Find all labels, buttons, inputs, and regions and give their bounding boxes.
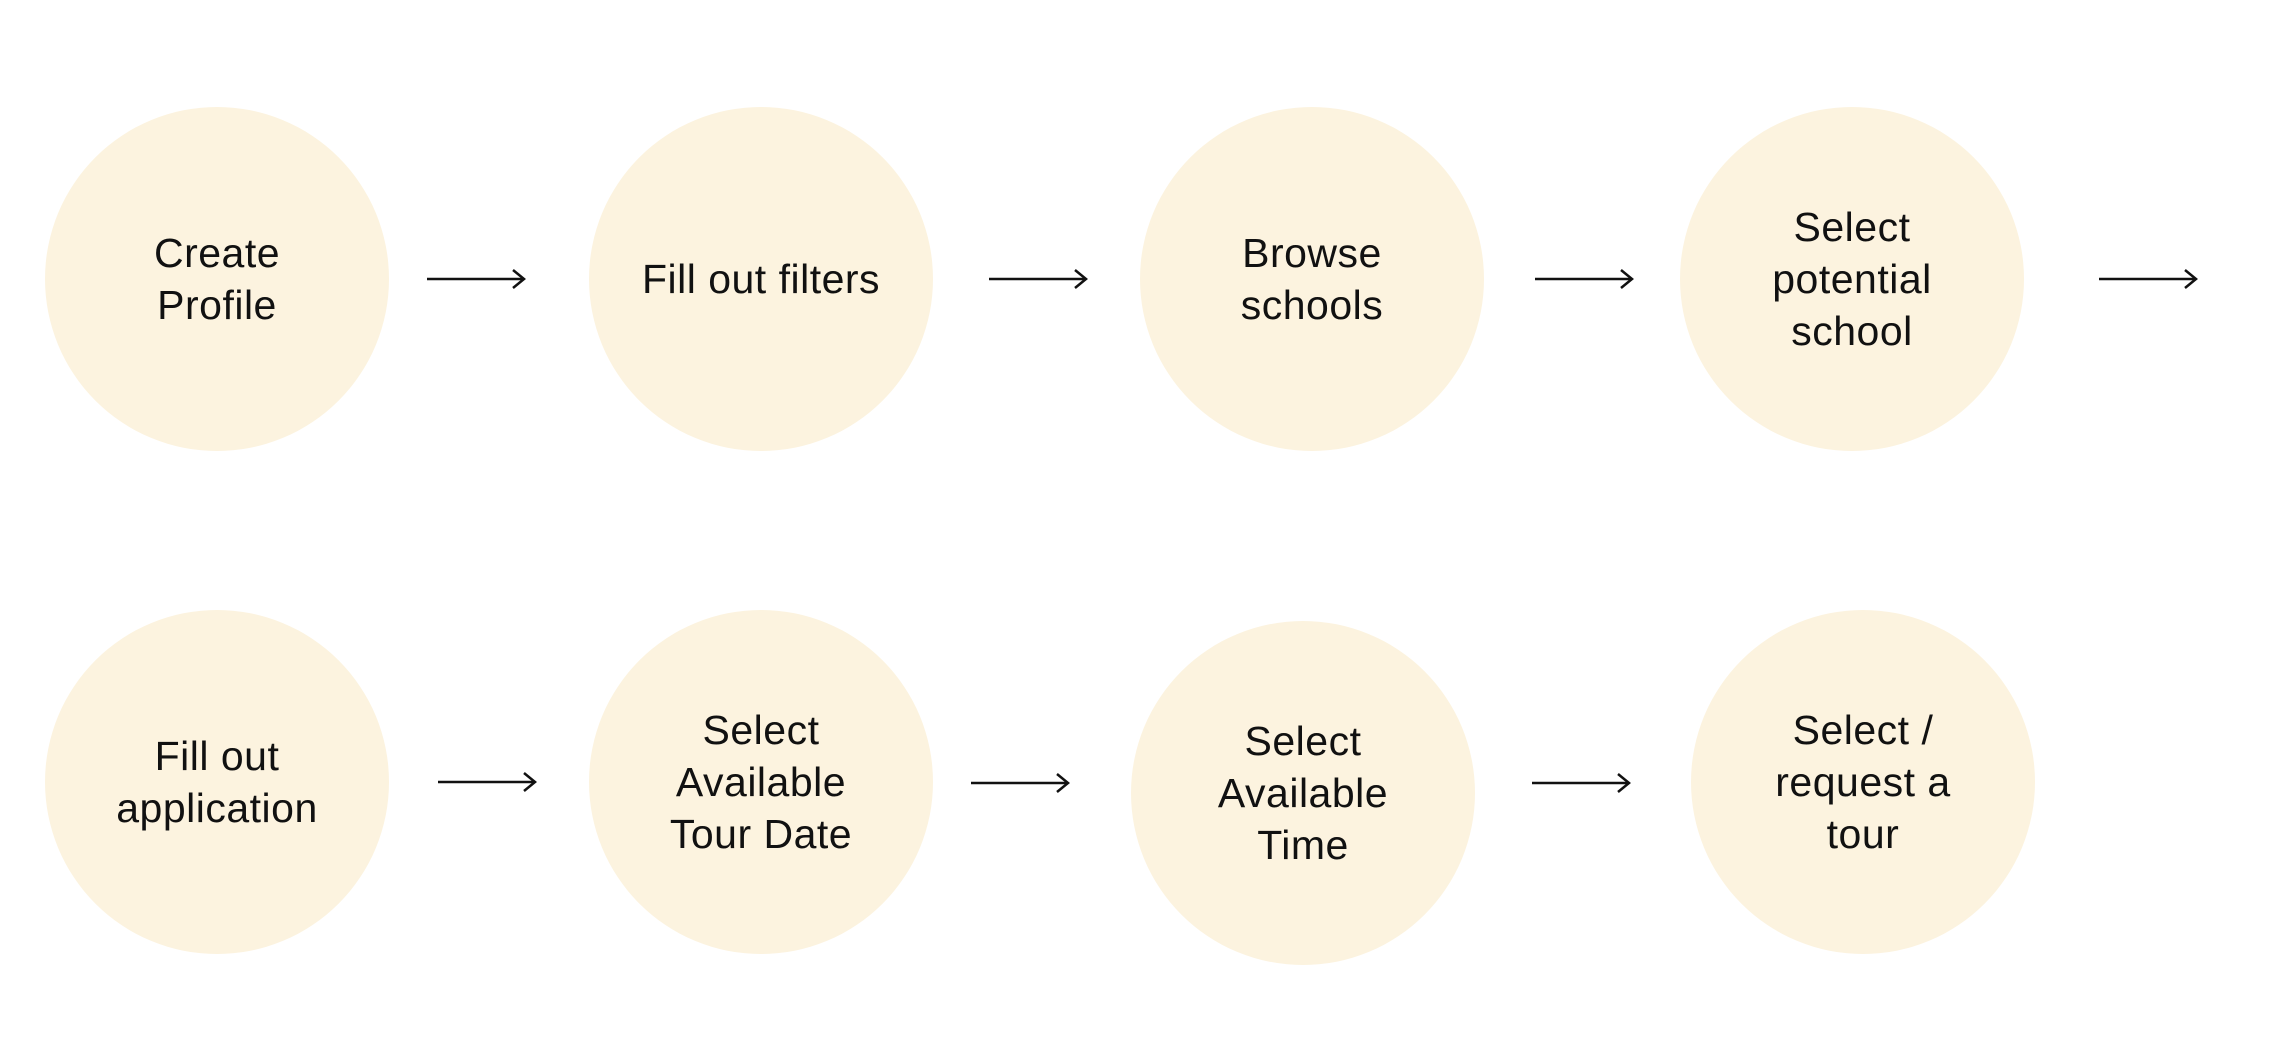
step-select-available-tour-date: Select Available Tour Date [589, 610, 933, 954]
step-fill-out-filters: Fill out filters [589, 107, 933, 451]
step-browse-schools: Browse schools [1140, 107, 1484, 451]
step-label: Create Profile [153, 230, 281, 328]
arrow-right-icon [2099, 267, 2199, 291]
step-label: Fill out application [116, 733, 318, 831]
step-create-profile: Create Profile [45, 107, 389, 451]
arrow-right-icon [989, 267, 1089, 291]
arrow-right-icon [1535, 267, 1635, 291]
step-label: Select / request a tour [1775, 707, 1951, 857]
step-label: Select Available Tour Date [669, 707, 853, 857]
step-select-potential-school: Select potential school [1680, 107, 2024, 451]
step-label: Browse schools [1240, 230, 1384, 328]
step-select-available-time: Select Available Time [1131, 621, 1475, 965]
arrow-right-icon [1532, 771, 1632, 795]
step-select-request-a-tour: Select / request a tour [1691, 610, 2035, 954]
step-label: Fill out filters [641, 256, 881, 302]
arrow-right-icon [438, 770, 538, 794]
arrow-right-icon [971, 771, 1071, 795]
arrow-right-icon [427, 267, 527, 291]
step-label: Select potential school [1772, 204, 1932, 354]
step-fill-out-application: Fill out application [45, 610, 389, 954]
step-label: Select Available Time [1217, 718, 1389, 868]
